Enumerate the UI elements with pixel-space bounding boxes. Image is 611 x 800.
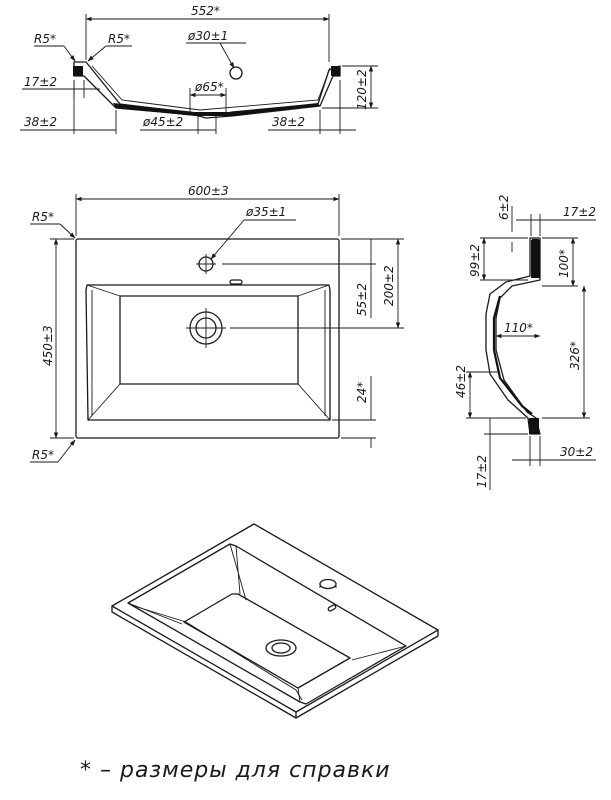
iso-basin-rim (127, 543, 407, 705)
side-view: 6±2 17±2 99±2 100* 110* 326* 46±2 17 (454, 195, 596, 490)
iso-basin-wall (133, 605, 303, 701)
dim-label-38-left: 38±2 (24, 115, 57, 129)
section-inner-line (91, 65, 331, 111)
tap-hole-section (229, 66, 243, 80)
footnote: * – размеры для справки (80, 758, 391, 783)
dim-label-6: 6±2 (497, 195, 511, 220)
basin-slopes (86, 284, 331, 421)
iso-tap-hole (319, 578, 337, 590)
iso-overflow-slot (327, 604, 337, 612)
plan-outline (75, 238, 340, 439)
leader-line (59, 223, 76, 239)
dim-label-24: 24* (355, 382, 369, 403)
dim-label-17-top: 17±2 (563, 205, 596, 219)
iso-basin-inner (183, 593, 351, 689)
dim-label-99: 99±2 (468, 244, 482, 277)
leader-line (57, 439, 76, 463)
side-rim-top (531, 240, 540, 278)
basin-rim (85, 284, 331, 421)
iso-drain-outer (265, 639, 297, 657)
dim-label-tap-30: ø30±1 (187, 29, 228, 43)
leader-line (210, 219, 245, 260)
plan-view: 600±3 450±3 R5* R5* ø35±1 200±2 55±2 24* (30, 184, 404, 463)
dim-label-17: 17±2 (24, 75, 57, 89)
dim-label-17-bottom: 17±2 (475, 455, 489, 488)
dim-label-46: 46±2 (454, 365, 468, 398)
isometric-view (111, 523, 439, 719)
section-view-top: 552* R5* R5* ø30±1 17±2 ø65* 120±2 38±2 (20, 4, 378, 134)
dim-label-drain-45: ø45±2 (142, 115, 183, 129)
iso-tap-depth (319, 584, 337, 588)
rim-right-block (331, 66, 340, 76)
dim-label-r5-left: R5* (34, 32, 56, 46)
dim-label-r5-bottom: R5* (32, 448, 54, 462)
overflow-slot (229, 279, 243, 285)
leader-line (87, 45, 107, 62)
side-rim-bottom (529, 418, 539, 434)
dim-label-326: 326* (568, 341, 582, 370)
dim-label-38-right: 38±2 (272, 115, 305, 129)
leader-line (63, 45, 76, 62)
dim-label-100: 100* (557, 249, 571, 278)
dim-label-55: 55±2 (355, 283, 369, 316)
dim-label-450: 450±3 (41, 325, 55, 366)
iso-basin-slopes (127, 543, 407, 703)
dim-label-drain-65: ø65* (194, 80, 224, 94)
iso-front-edge (111, 605, 439, 719)
dim-label-552: 552* (191, 4, 220, 18)
basin-side-lines (91, 290, 326, 416)
iso-top-outline (111, 523, 439, 713)
dim-label-r5-top: R5* (32, 210, 54, 224)
leader-line (219, 42, 235, 69)
rim-left-block (73, 66, 83, 76)
dim-label-110: 110* (504, 321, 533, 335)
dim-label-200: 200±2 (382, 265, 396, 306)
iso-drain-inner (271, 642, 291, 654)
side-outline (485, 237, 541, 435)
bottom-shell (113, 103, 320, 116)
dim-label-600: 600±3 (188, 184, 229, 198)
dim-label-30: 30±2 (560, 445, 593, 459)
dim-label-120: 120±2 (355, 69, 369, 110)
dim-label-tap-35: ø35±1 (245, 205, 286, 219)
basin-inner (119, 295, 299, 385)
dim-label-r5-right: R5* (108, 32, 130, 46)
